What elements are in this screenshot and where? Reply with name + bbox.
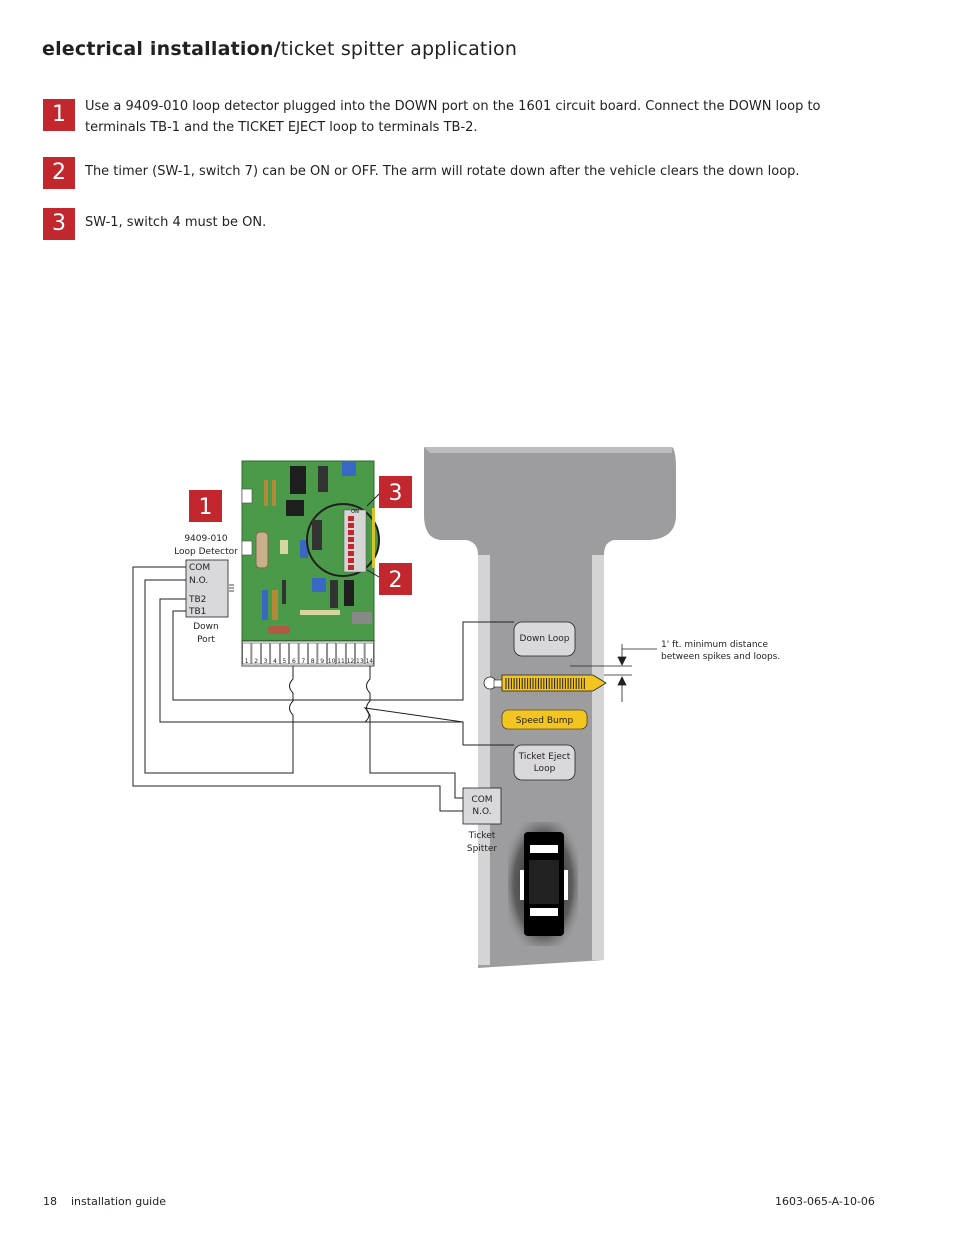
callout-2: 2 xyxy=(379,563,412,595)
terminal-block xyxy=(270,642,280,665)
terminal-number: 8 xyxy=(311,658,315,665)
distance-line-1: 1' ft. minimum distance xyxy=(661,640,768,650)
spitter-com: COM xyxy=(471,795,492,805)
detector-no: N.O. xyxy=(189,576,208,586)
terminal-block xyxy=(364,642,374,665)
detector-com: COM xyxy=(189,563,210,573)
spike-teeth xyxy=(505,678,585,689)
wiring xyxy=(132,566,514,812)
step-text: Use a 9409-010 loop detector plugged int… xyxy=(85,99,821,135)
dip-switch xyxy=(348,565,354,570)
terminal-number: 7 xyxy=(301,658,305,665)
ticket-eject-line-1: Ticket Eject xyxy=(518,752,571,762)
dip-switch xyxy=(348,537,354,542)
terminal-block xyxy=(308,642,318,665)
terminal-number: 13 xyxy=(356,658,364,665)
title-light: ticket spitter application xyxy=(280,38,518,60)
terminal-number: 14 xyxy=(365,658,373,665)
terminal-block xyxy=(261,642,271,665)
terminal-number: 5 xyxy=(283,658,287,665)
distance-marker xyxy=(570,644,657,702)
terminal-number: 9 xyxy=(320,658,324,665)
terminal-number: 12 xyxy=(347,658,355,665)
terminal-block xyxy=(355,642,365,665)
detector-model: 9409-010 xyxy=(184,534,228,544)
title-bold: electrical installation/ xyxy=(42,38,281,60)
page-title: electrical installation/ticket spitter a… xyxy=(42,38,517,60)
car-icon xyxy=(508,822,578,946)
terminal-number: 3 xyxy=(264,658,268,665)
dip-switches xyxy=(348,516,354,570)
spike-strip-icon xyxy=(483,674,607,692)
step-number-badge: 3 xyxy=(43,208,75,240)
distance-line-2: between spikes and loops. xyxy=(661,652,780,662)
port-line-1: Down xyxy=(193,622,219,632)
doc-number: 1603-065-A-10-06 xyxy=(775,1195,875,1208)
dip-switch xyxy=(348,516,354,521)
dip-switch xyxy=(348,558,354,563)
terminal-number: 2 xyxy=(254,658,258,665)
dip-switch xyxy=(348,551,354,556)
terminal-number: 10 xyxy=(328,658,336,665)
detector-tb1: TB1 xyxy=(188,607,206,617)
loop-detector: COM N.O. TB2 TB1 xyxy=(185,559,234,618)
road xyxy=(424,447,676,968)
footer-left: 18 installation guide xyxy=(43,1195,166,1208)
ticket-eject-loop: Ticket Eject Loop xyxy=(513,744,576,781)
guide-name: installation guide xyxy=(71,1195,166,1208)
terminal-block xyxy=(251,642,261,665)
callout-1: 1 xyxy=(189,490,222,522)
terminal-number: 1 xyxy=(245,658,249,665)
dip-switch xyxy=(348,544,354,549)
terminal-block xyxy=(298,642,308,665)
terminal-block xyxy=(279,642,289,665)
switch-on-label: ON xyxy=(351,509,359,515)
step-number-badge: 1 xyxy=(43,99,75,131)
spitter-line-2: Spitter xyxy=(467,844,498,854)
terminal-block xyxy=(345,642,355,665)
down-loop: Down Loop xyxy=(513,621,576,657)
speed-bump: Speed Bump xyxy=(501,709,588,730)
callout-2-number: 2 xyxy=(389,568,403,593)
terminal-number: 4 xyxy=(273,658,277,665)
down-loop-label: Down Loop xyxy=(520,634,570,644)
dip-switch xyxy=(348,523,354,528)
callout-3: 3 xyxy=(379,476,412,508)
detector-tb2: TB2 xyxy=(188,595,206,605)
terminal-block xyxy=(336,642,346,665)
ticket-spitter: COM N.O. xyxy=(462,787,502,825)
terminal-number: 6 xyxy=(292,658,296,665)
callout-3-number: 3 xyxy=(389,481,403,506)
speed-bump-label: Speed Bump xyxy=(516,716,574,726)
spitter-no: N.O. xyxy=(472,807,491,817)
terminal-block xyxy=(242,642,252,665)
page-number: 18 xyxy=(43,1195,57,1208)
dip-switch xyxy=(348,530,354,535)
ticket-eject-line-2: Loop xyxy=(534,764,556,774)
terminal-block xyxy=(327,642,337,665)
step-number-badge: 2 xyxy=(43,157,75,189)
spitter-line-1: Ticket xyxy=(468,831,496,841)
port-line-2: Port xyxy=(197,635,215,645)
terminal-block xyxy=(317,642,327,665)
terminal-block xyxy=(289,642,299,665)
step-text: The timer (SW-1, switch 7) can be ON or … xyxy=(85,164,800,179)
detector-name: Loop Detector xyxy=(174,547,238,557)
terminal-number: 11 xyxy=(337,658,345,665)
step-text: SW-1, switch 4 must be ON. xyxy=(85,215,267,230)
callout-1-number: 1 xyxy=(199,495,213,520)
